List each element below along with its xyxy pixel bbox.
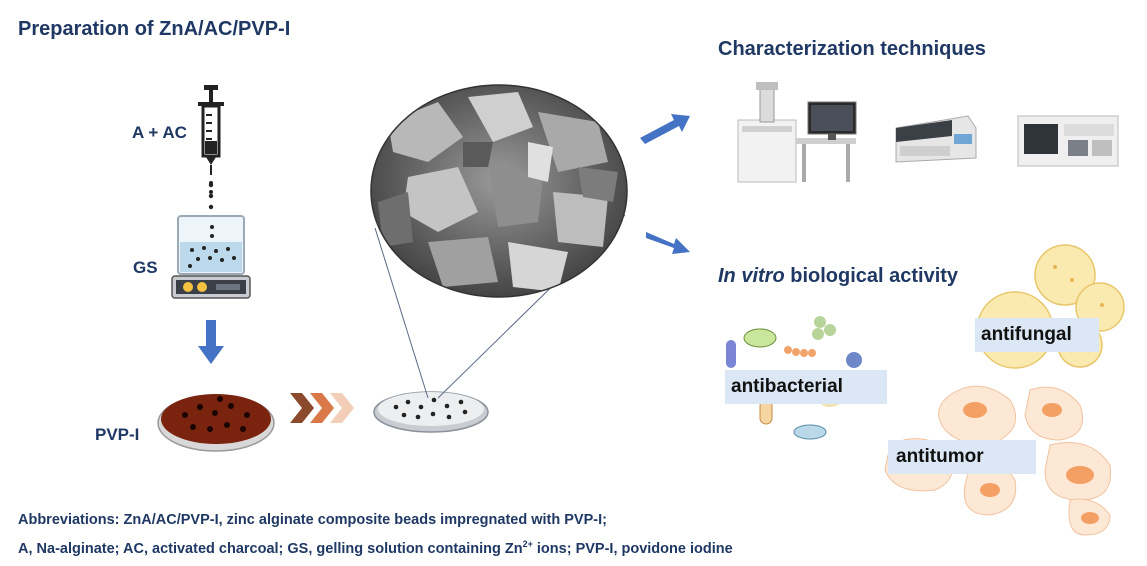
fungi-illustration [960, 245, 1145, 375]
arrow-to-bio-activity-icon [646, 226, 692, 256]
antibacterial-label: antibacterial [725, 370, 887, 404]
abbreviations-line-2: A, Na-alginate; AC, activated charcoal; … [18, 532, 1128, 561]
uv-vis-spectrophotometer-icon [892, 108, 978, 164]
sem-instrument-icon [738, 80, 862, 186]
analytical-instrument-icon [1016, 108, 1122, 168]
abbreviations-line-1: Abbreviations: ZnA/AC/PVP-I, zinc algina… [18, 508, 1128, 532]
antifungal-label: antifungal [975, 318, 1099, 352]
antitumor-label: antitumor [888, 440, 1036, 474]
sem-micrograph-image [368, 82, 630, 300]
arrow-to-characterization-icon [640, 112, 692, 146]
